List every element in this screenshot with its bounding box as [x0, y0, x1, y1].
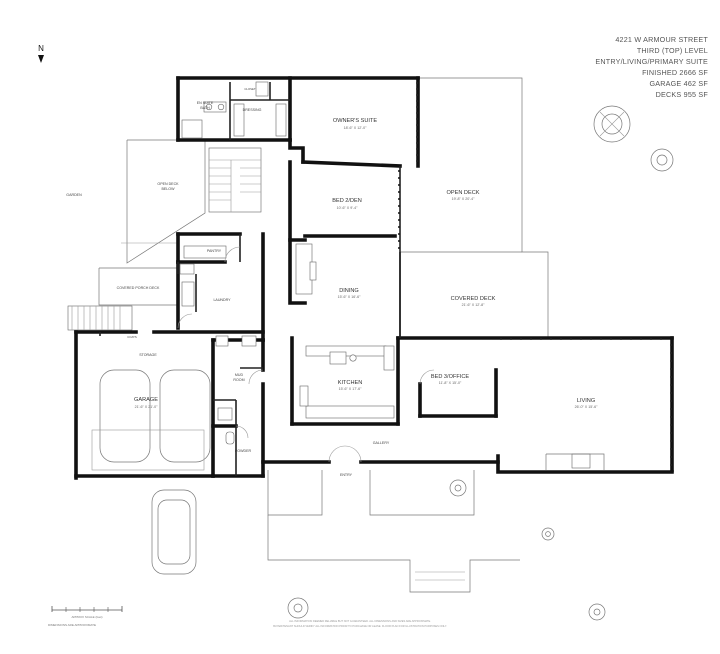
garage-dim: 21'-6" X 21'-0" [135, 405, 158, 409]
garden-label: GARDEN [66, 193, 82, 197]
property-info: 4221 W ARMOUR STREET THIRD (TOP) LEVEL E… [595, 34, 708, 100]
footer-disclaimer: ALL INFORMATION DEEMED RELIABLE BUT NOT … [273, 619, 447, 628]
fixtures [179, 81, 605, 470]
info-garage: GARAGE 462 SF [649, 79, 708, 88]
info-finished: FINISHED 2666 SF [642, 68, 708, 77]
scale-caption: APPROX SCALE (feet) [71, 615, 102, 619]
info-decks: DECKS 955 SF [655, 90, 708, 99]
en-suite-label-2: BATH [200, 106, 210, 110]
en-suite-label: EN SUITE [197, 101, 214, 105]
open-deck-below-label: OPEN DECK [157, 182, 179, 186]
partitions [99, 82, 401, 476]
footer-line-2: BUYER/TENANT SHOULD VERIFY ALL INFORMATI… [273, 624, 447, 628]
window-markers [398, 82, 672, 466]
garage-cars [91, 369, 211, 471]
dining-dim: 15'-6" X 16'-6" [338, 295, 361, 299]
garage-label: GARAGE [134, 397, 158, 403]
north-indicator: N [38, 44, 44, 63]
dressing-label: DRESSING [243, 108, 262, 112]
kitchen-label: KITCHEN [338, 380, 363, 386]
powder-label: POWDER [235, 449, 252, 453]
owners-suite-label: OWNER'S SUITE [333, 118, 378, 124]
north-label: N [38, 44, 44, 53]
bed2-dim: 10'-6" X 9'-4" [337, 206, 358, 210]
info-level: THIRD (TOP) LEVEL [636, 46, 708, 55]
footer-line-1: ALL INFORMATION DEEMED RELIABLE BUT NOT … [289, 619, 431, 623]
bed2-label: BED 2/DEN [332, 198, 362, 204]
room-labels: OWNER'S SUITE 18'-6" X 12'-0" EN SUITE B… [66, 87, 598, 477]
pantry-label: PANTRY [207, 249, 222, 253]
owners-suite-dim: 18'-6" X 12'-0" [344, 126, 367, 130]
north-arrow-icon [38, 55, 44, 63]
covered-deck-dim: 21'-6" X 12'-8" [462, 303, 485, 307]
laundry-label: LAUNDRY [213, 298, 231, 302]
living-label: LIVING [577, 398, 595, 404]
coats-label: COATS [127, 335, 137, 339]
info-description: ENTRY/LIVING/PRIMARY SUITE [595, 57, 708, 66]
storage-label: STORAGE [139, 353, 157, 357]
covered-porch-label: COVERED PORCH DECK [117, 286, 160, 290]
open-deck-below-label-2: BELOW [162, 187, 176, 191]
exterior-outlines [98, 77, 549, 593]
scale-bar: APPROX SCALE (feet) DIMENSIONS ARE APPRO… [48, 606, 123, 627]
door-swings [177, 246, 435, 463]
scale-note: DIMENSIONS ARE APPROXIMATE [48, 623, 96, 627]
interior-stairs [208, 147, 262, 213]
porch-stairs [67, 305, 133, 331]
info-address: 4221 W ARMOUR STREET [615, 35, 708, 44]
open-deck-dim: 19'-8" X 20'-4" [452, 197, 475, 201]
entry-label: ENTRY [340, 473, 353, 477]
mud-room-label: MUD [235, 373, 244, 377]
covered-deck-label: COVERED DECK [451, 296, 496, 302]
bed3-label: BED 3/OFFICE [431, 374, 469, 380]
mud-room-label-2: ROOM [233, 378, 244, 382]
tree-icons [287, 105, 674, 621]
bed3-dim: 11'-8" X 15'-0" [439, 381, 462, 385]
kitchen-dim: 15'-6" X 17'-6" [339, 387, 362, 391]
living-dim: 26'-0" X 15'-6" [575, 405, 598, 409]
dining-label: DINING [339, 288, 359, 294]
closet-label: CLOSET [244, 87, 255, 91]
open-deck-label: OPEN DECK [447, 190, 480, 196]
gallery-label: GALLERY [373, 441, 390, 445]
